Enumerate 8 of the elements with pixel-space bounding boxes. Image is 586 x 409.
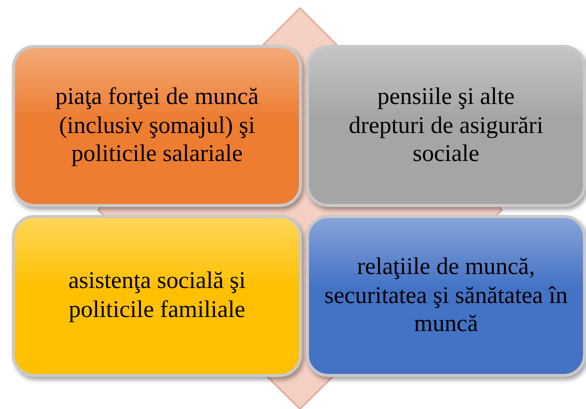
category-card: [12, 215, 302, 377]
card-text: pensiile şi alte drepturi de asigurări sociale: [348, 82, 544, 170]
category-card: [306, 45, 586, 207]
card-text: relaţiile de muncă, securitatea şi sănătatea în muncă: [323, 252, 569, 340]
card-text: piaţa forţei de muncă (inclusiv şomajul) şi politicile salariale: [54, 82, 260, 170]
category-card: [12, 45, 302, 207]
category-card: [306, 215, 586, 377]
card-text: asistenţa socială şi politicile familiale: [67, 267, 247, 325]
